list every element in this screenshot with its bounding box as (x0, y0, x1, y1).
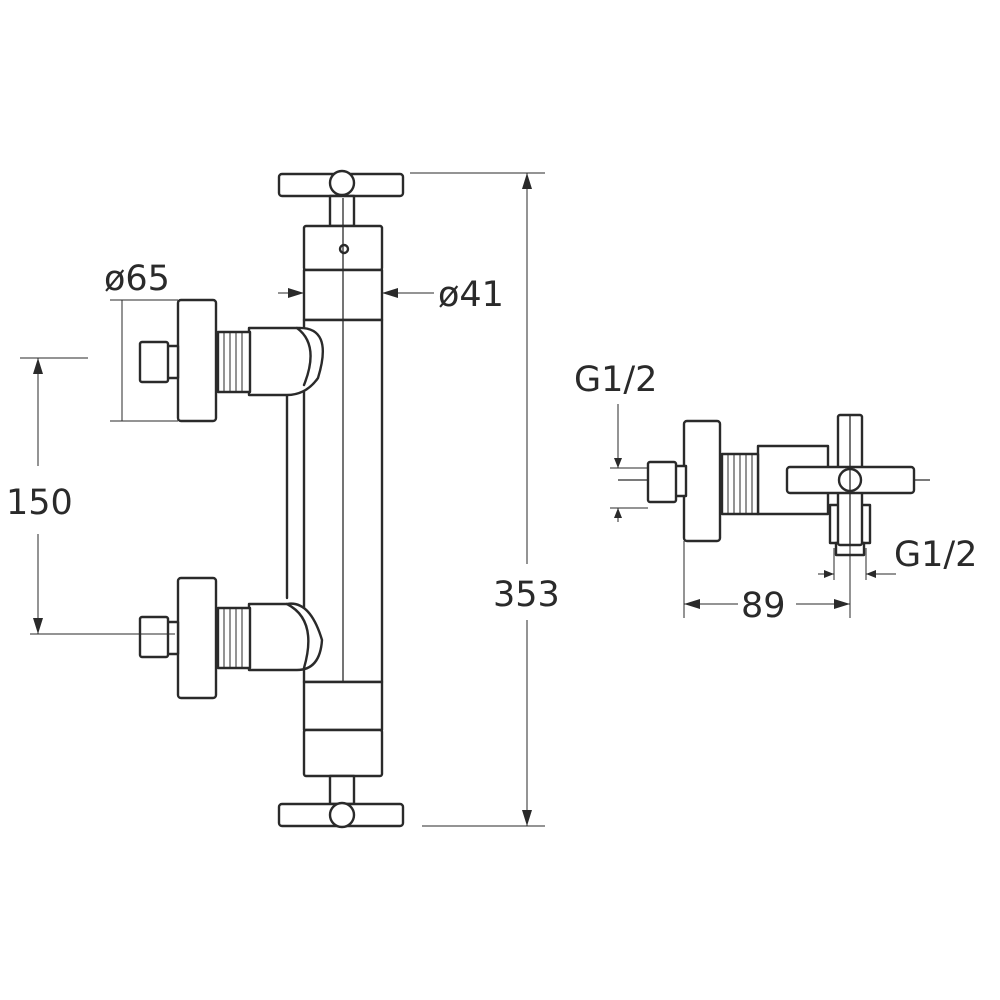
dim-body-diameter (278, 288, 434, 298)
outlet-thread-label: G1/2 (894, 535, 977, 575)
lower-inlet (138, 576, 324, 700)
inlet-thread-label: G1/2 (574, 360, 657, 400)
dim-inlet-spacing (20, 357, 175, 635)
dim-projection-depth (683, 541, 851, 618)
top-cross-handle (277, 169, 405, 228)
upper-inlet (138, 298, 324, 423)
inlet-spacing-label: 150 (6, 483, 73, 523)
overall-height-label: 353 (493, 575, 560, 615)
projection-depth-label: 89 (741, 586, 786, 626)
dim-inlet-thread (610, 404, 648, 522)
dim-overall-height (410, 172, 545, 827)
knob-diameter-label: ø65 (104, 259, 170, 299)
side-view (618, 413, 930, 557)
bottom-cross-handle (277, 774, 405, 829)
dim-knob-diameter (110, 299, 178, 422)
dim-outlet-thread (818, 548, 896, 580)
bottom-cap (302, 680, 384, 778)
body-diameter-label: ø41 (438, 275, 504, 315)
front-view (138, 169, 405, 829)
